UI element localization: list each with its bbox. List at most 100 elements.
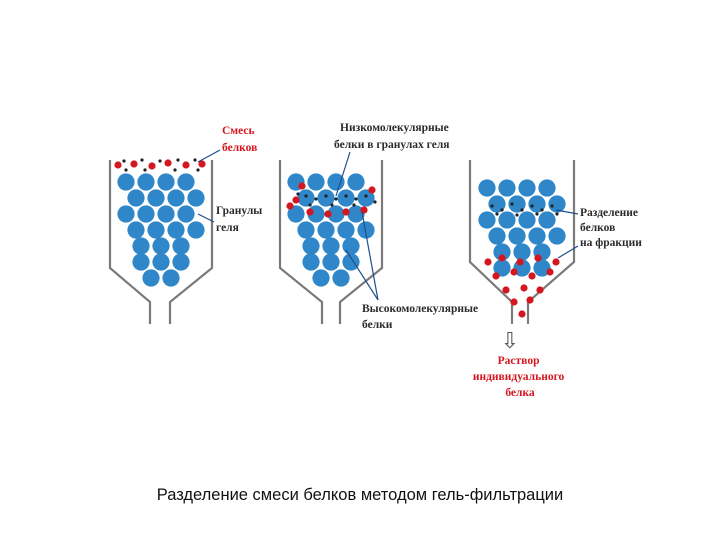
high-mw-protein xyxy=(534,254,542,262)
high-mw-protein xyxy=(360,206,368,214)
low-mw-protein xyxy=(304,194,308,198)
gel-granule-col2 xyxy=(342,237,360,255)
label-separation: Разделение белков на фракции xyxy=(580,207,642,249)
label-low-mw-line1: Низкомолекулярные xyxy=(340,122,449,134)
protein-dots-layer xyxy=(114,158,560,318)
pointer-low-mw xyxy=(335,151,351,197)
low-mw-protein xyxy=(124,168,128,172)
gel-granule-col3 xyxy=(488,227,506,245)
gel-granule-col1 xyxy=(172,253,190,271)
gel-granule-col1 xyxy=(147,221,165,239)
gel-granule-col1 xyxy=(162,269,180,287)
gel-granule-col1 xyxy=(117,205,135,223)
low-mw-protein xyxy=(354,197,358,201)
low-mw-protein xyxy=(510,202,514,206)
high-mw-protein xyxy=(286,202,294,210)
gel-granule-col2 xyxy=(347,205,365,223)
gel-granule-col3 xyxy=(528,195,546,213)
low-mw-protein xyxy=(550,204,554,208)
pointer-granules xyxy=(197,213,215,223)
gel-granule-col3 xyxy=(518,211,536,229)
gel-granule-col2 xyxy=(332,269,350,287)
gel-granule-col1 xyxy=(157,173,175,191)
gel-granule-col2 xyxy=(357,189,375,207)
gel-granule-col1 xyxy=(137,205,155,223)
gel-granule-col3 xyxy=(548,227,566,245)
label-mixture-line2: белков xyxy=(222,142,257,154)
gel-granule-col1 xyxy=(167,221,185,239)
gel-granule-col1 xyxy=(177,205,195,223)
figure-caption: Разделение смеси белков методом гель-фил… xyxy=(156,486,564,504)
columns-layer xyxy=(108,160,576,324)
label-mixture-line1: Смесь xyxy=(222,125,255,137)
gel-granule-col2 xyxy=(337,221,355,239)
high-mw-protein xyxy=(518,310,526,318)
gel-granule-col1 xyxy=(157,205,175,223)
low-mw-protein xyxy=(143,168,147,172)
gel-granule-col2 xyxy=(287,205,305,223)
gel-granule-col2 xyxy=(302,237,320,255)
high-mw-protein xyxy=(516,258,524,266)
label-mixture: Смесь белков xyxy=(222,125,257,154)
gel-granule-col2 xyxy=(312,269,330,287)
high-mw-protein xyxy=(546,268,554,276)
label-solution-line2: индивидуального xyxy=(473,371,565,383)
gel-granule-col3 xyxy=(538,211,556,229)
gel-granule-col1 xyxy=(152,253,170,271)
low-mw-protein xyxy=(344,194,348,198)
pointer-lines-layer xyxy=(197,149,579,301)
gel-granule-col2 xyxy=(322,253,340,271)
low-mw-protein xyxy=(173,168,177,172)
label-separation-line3: на фракции xyxy=(580,237,642,249)
gel-granule-col3 xyxy=(548,195,566,213)
gel-granule-col1 xyxy=(127,189,145,207)
gel-granule-col1 xyxy=(147,189,165,207)
gel-granule-col2 xyxy=(297,221,315,239)
low-mw-protein xyxy=(330,203,334,207)
high-mw-protein xyxy=(528,272,536,280)
label-high-mw-line2: белки xyxy=(362,319,393,331)
high-mw-protein xyxy=(520,284,528,292)
high-mw-protein xyxy=(492,272,500,280)
gel-granule-col2 xyxy=(337,189,355,207)
low-mw-protein xyxy=(490,204,494,208)
low-mw-protein xyxy=(364,194,368,198)
gel-granule-col1 xyxy=(142,269,160,287)
label-granules-line2: геля xyxy=(216,222,239,234)
low-mw-protein xyxy=(540,208,544,212)
low-mw-protein xyxy=(500,208,504,212)
gel-granule-col2 xyxy=(342,253,360,271)
column-2-outline xyxy=(278,160,384,324)
high-mw-protein xyxy=(298,182,306,190)
gel-granule-col3 xyxy=(518,179,536,197)
label-separation-line2: белков xyxy=(580,222,615,234)
gel-granule-col1 xyxy=(137,173,155,191)
pointer-separation-a xyxy=(555,209,579,215)
low-mw-protein xyxy=(140,158,144,162)
high-mw-protein xyxy=(182,161,190,169)
low-mw-protein xyxy=(324,194,328,198)
high-mw-protein xyxy=(484,258,492,266)
pointer-high-mw-a xyxy=(361,211,379,301)
gel-granule-col2 xyxy=(297,189,315,207)
gel-granule-col3 xyxy=(538,179,556,197)
gel-granule-col3 xyxy=(488,195,506,213)
high-mw-protein xyxy=(164,159,172,167)
high-mw-protein xyxy=(292,196,300,204)
gel-granule-col2 xyxy=(347,173,365,191)
label-high-mw-line1: Высокомолекулярные xyxy=(362,303,478,315)
high-mw-protein xyxy=(510,298,518,306)
high-mw-protein xyxy=(198,160,206,168)
gel-granule-col3 xyxy=(533,259,551,277)
gel-granule-col1 xyxy=(172,237,190,255)
high-mw-protein xyxy=(526,296,534,304)
gel-granule-col2 xyxy=(327,173,345,191)
low-mw-protein xyxy=(535,212,539,216)
low-mw-protein xyxy=(296,192,300,196)
gel-granule-col2 xyxy=(317,189,335,207)
high-mw-protein xyxy=(130,160,138,168)
column-3-outline xyxy=(468,160,576,324)
arrow-down-icon: ⇩ xyxy=(501,329,519,354)
low-mw-protein xyxy=(555,212,559,216)
